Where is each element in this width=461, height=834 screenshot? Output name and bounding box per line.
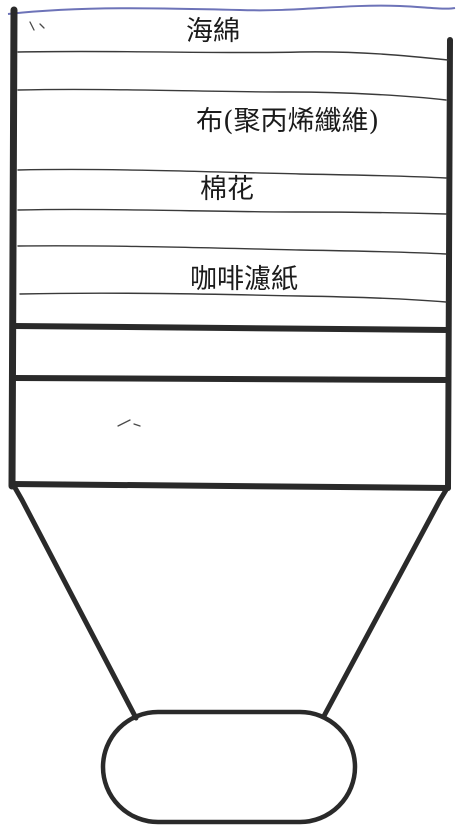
- stray-marks: [29, 21, 141, 427]
- stray-mark: [39, 23, 45, 29]
- bottle-outline: [8, 6, 453, 825]
- stray-mark: [133, 423, 141, 427]
- funnel-left: [11, 483, 139, 721]
- layer-line: [17, 208, 447, 215]
- label-cotton: 棉花: [200, 174, 254, 205]
- layer-line: [19, 292, 447, 303]
- layer-line: [17, 245, 447, 255]
- bottle-left-wall: [8, 6, 18, 490]
- stray-mark: [29, 21, 35, 31]
- stray-mark: [117, 419, 131, 427]
- bottle-cap: [100, 709, 358, 825]
- layer-lines: [17, 50, 449, 303]
- label-cloth: 布(聚丙烯纖維): [196, 106, 379, 137]
- layer-line: [17, 50, 449, 61]
- top-pen-stroke: [7, 4, 456, 15]
- label-sponge: 海綿: [186, 16, 240, 47]
- divider-3: [9, 481, 451, 491]
- label-coffee-filter: 咖啡濾紙: [190, 264, 298, 295]
- funnel-right: [321, 487, 449, 719]
- layer-line: [17, 168, 447, 179]
- bottle-right-wall: [445, 37, 453, 491]
- divider-1: [11, 323, 451, 333]
- divider-2: [11, 375, 451, 383]
- layer-line: [17, 88, 447, 101]
